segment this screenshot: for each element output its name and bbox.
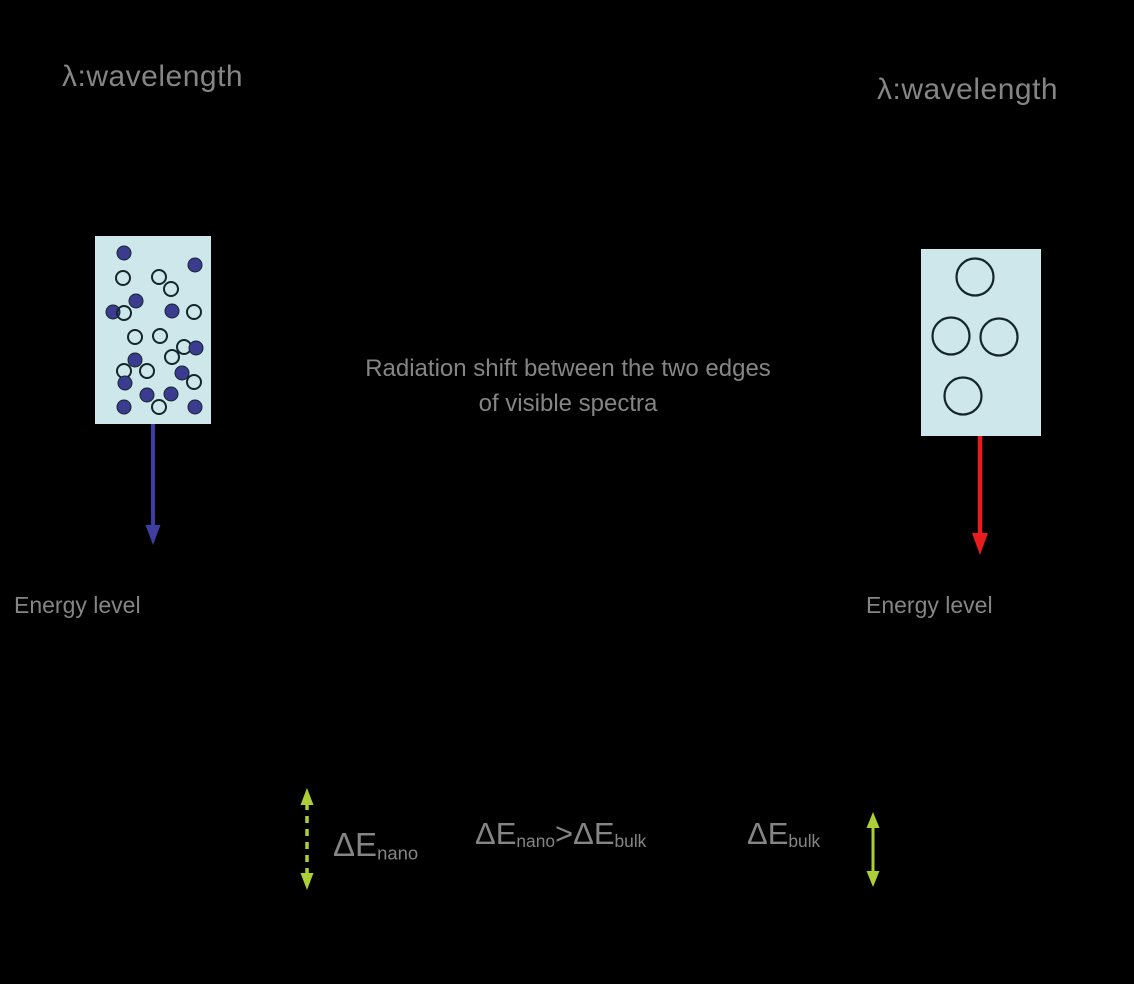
particle-circle — [955, 257, 995, 297]
particle-circle — [115, 270, 131, 286]
particle-circle — [186, 374, 202, 390]
comparison-left-sub: nano — [516, 831, 556, 852]
particle-circle — [116, 305, 132, 321]
delta-e-comparison-label: ΔEnano>ΔEbulk — [475, 816, 646, 852]
radiation-shift-caption: Radiation shift between the two edges of… — [298, 351, 838, 421]
nano-particle — [117, 375, 133, 391]
nano-particle — [187, 257, 203, 273]
delta-e-nano-sub: nano — [377, 842, 419, 864]
nano-particle — [139, 387, 155, 403]
bulk-material-box — [921, 249, 1041, 436]
comparison-left-main: ΔE — [475, 816, 517, 851]
bulk-particles-svg — [931, 257, 1019, 416]
caption-line-1: Radiation shift between the two edges — [365, 355, 771, 382]
particle-circle — [151, 399, 167, 415]
comparison-right-sub: bulk — [614, 831, 647, 852]
particle-circle — [127, 329, 143, 345]
nano-emission-arrow-icon — [145, 424, 161, 545]
nano-particle — [116, 245, 132, 261]
delta-e-bulk-main: ΔE — [747, 816, 789, 851]
bulk-emission-arrow-icon — [972, 436, 988, 555]
delta-e-bulk-sub: bulk — [788, 831, 821, 852]
nano-particle — [163, 386, 179, 402]
nano-particle — [127, 352, 143, 368]
particle-circle — [943, 376, 983, 416]
comparison-right-main: ΔE — [573, 816, 615, 851]
wavelength-label-left: λ:wavelength — [62, 60, 244, 93]
energy-level-label-left: Energy level — [14, 592, 141, 618]
delta-e-bulk-label: ΔEbulk — [747, 816, 820, 852]
particle-circle — [186, 304, 202, 320]
particle-circle — [163, 281, 179, 297]
particle-circle — [152, 328, 168, 344]
wavelength-label-right: λ:wavelength — [877, 73, 1059, 106]
particle-circle — [979, 317, 1019, 357]
energy-level-label-right: Energy level — [866, 592, 993, 618]
nano-particle — [164, 303, 180, 319]
nano-particle — [187, 399, 203, 415]
caption-line-2: of visible spectra — [478, 390, 658, 417]
nano-particle — [174, 365, 190, 381]
nano-particles-svg — [105, 245, 204, 415]
delta-e-bulk-double-arrow-icon — [866, 812, 880, 887]
delta-e-nano-main: ΔE — [333, 826, 378, 863]
particle-circle — [931, 316, 971, 356]
particle-circle — [139, 363, 155, 379]
comparison-operator: > — [555, 816, 574, 851]
nano-material-box — [95, 236, 211, 424]
nano-particle — [116, 399, 132, 415]
nano-particle — [188, 340, 204, 356]
nano-particle — [128, 293, 144, 309]
delta-e-nano-label: ΔEnano — [333, 826, 418, 864]
particle-circle — [151, 269, 167, 285]
delta-e-nano-double-arrow-icon — [300, 788, 314, 890]
particle-circle — [164, 349, 180, 365]
